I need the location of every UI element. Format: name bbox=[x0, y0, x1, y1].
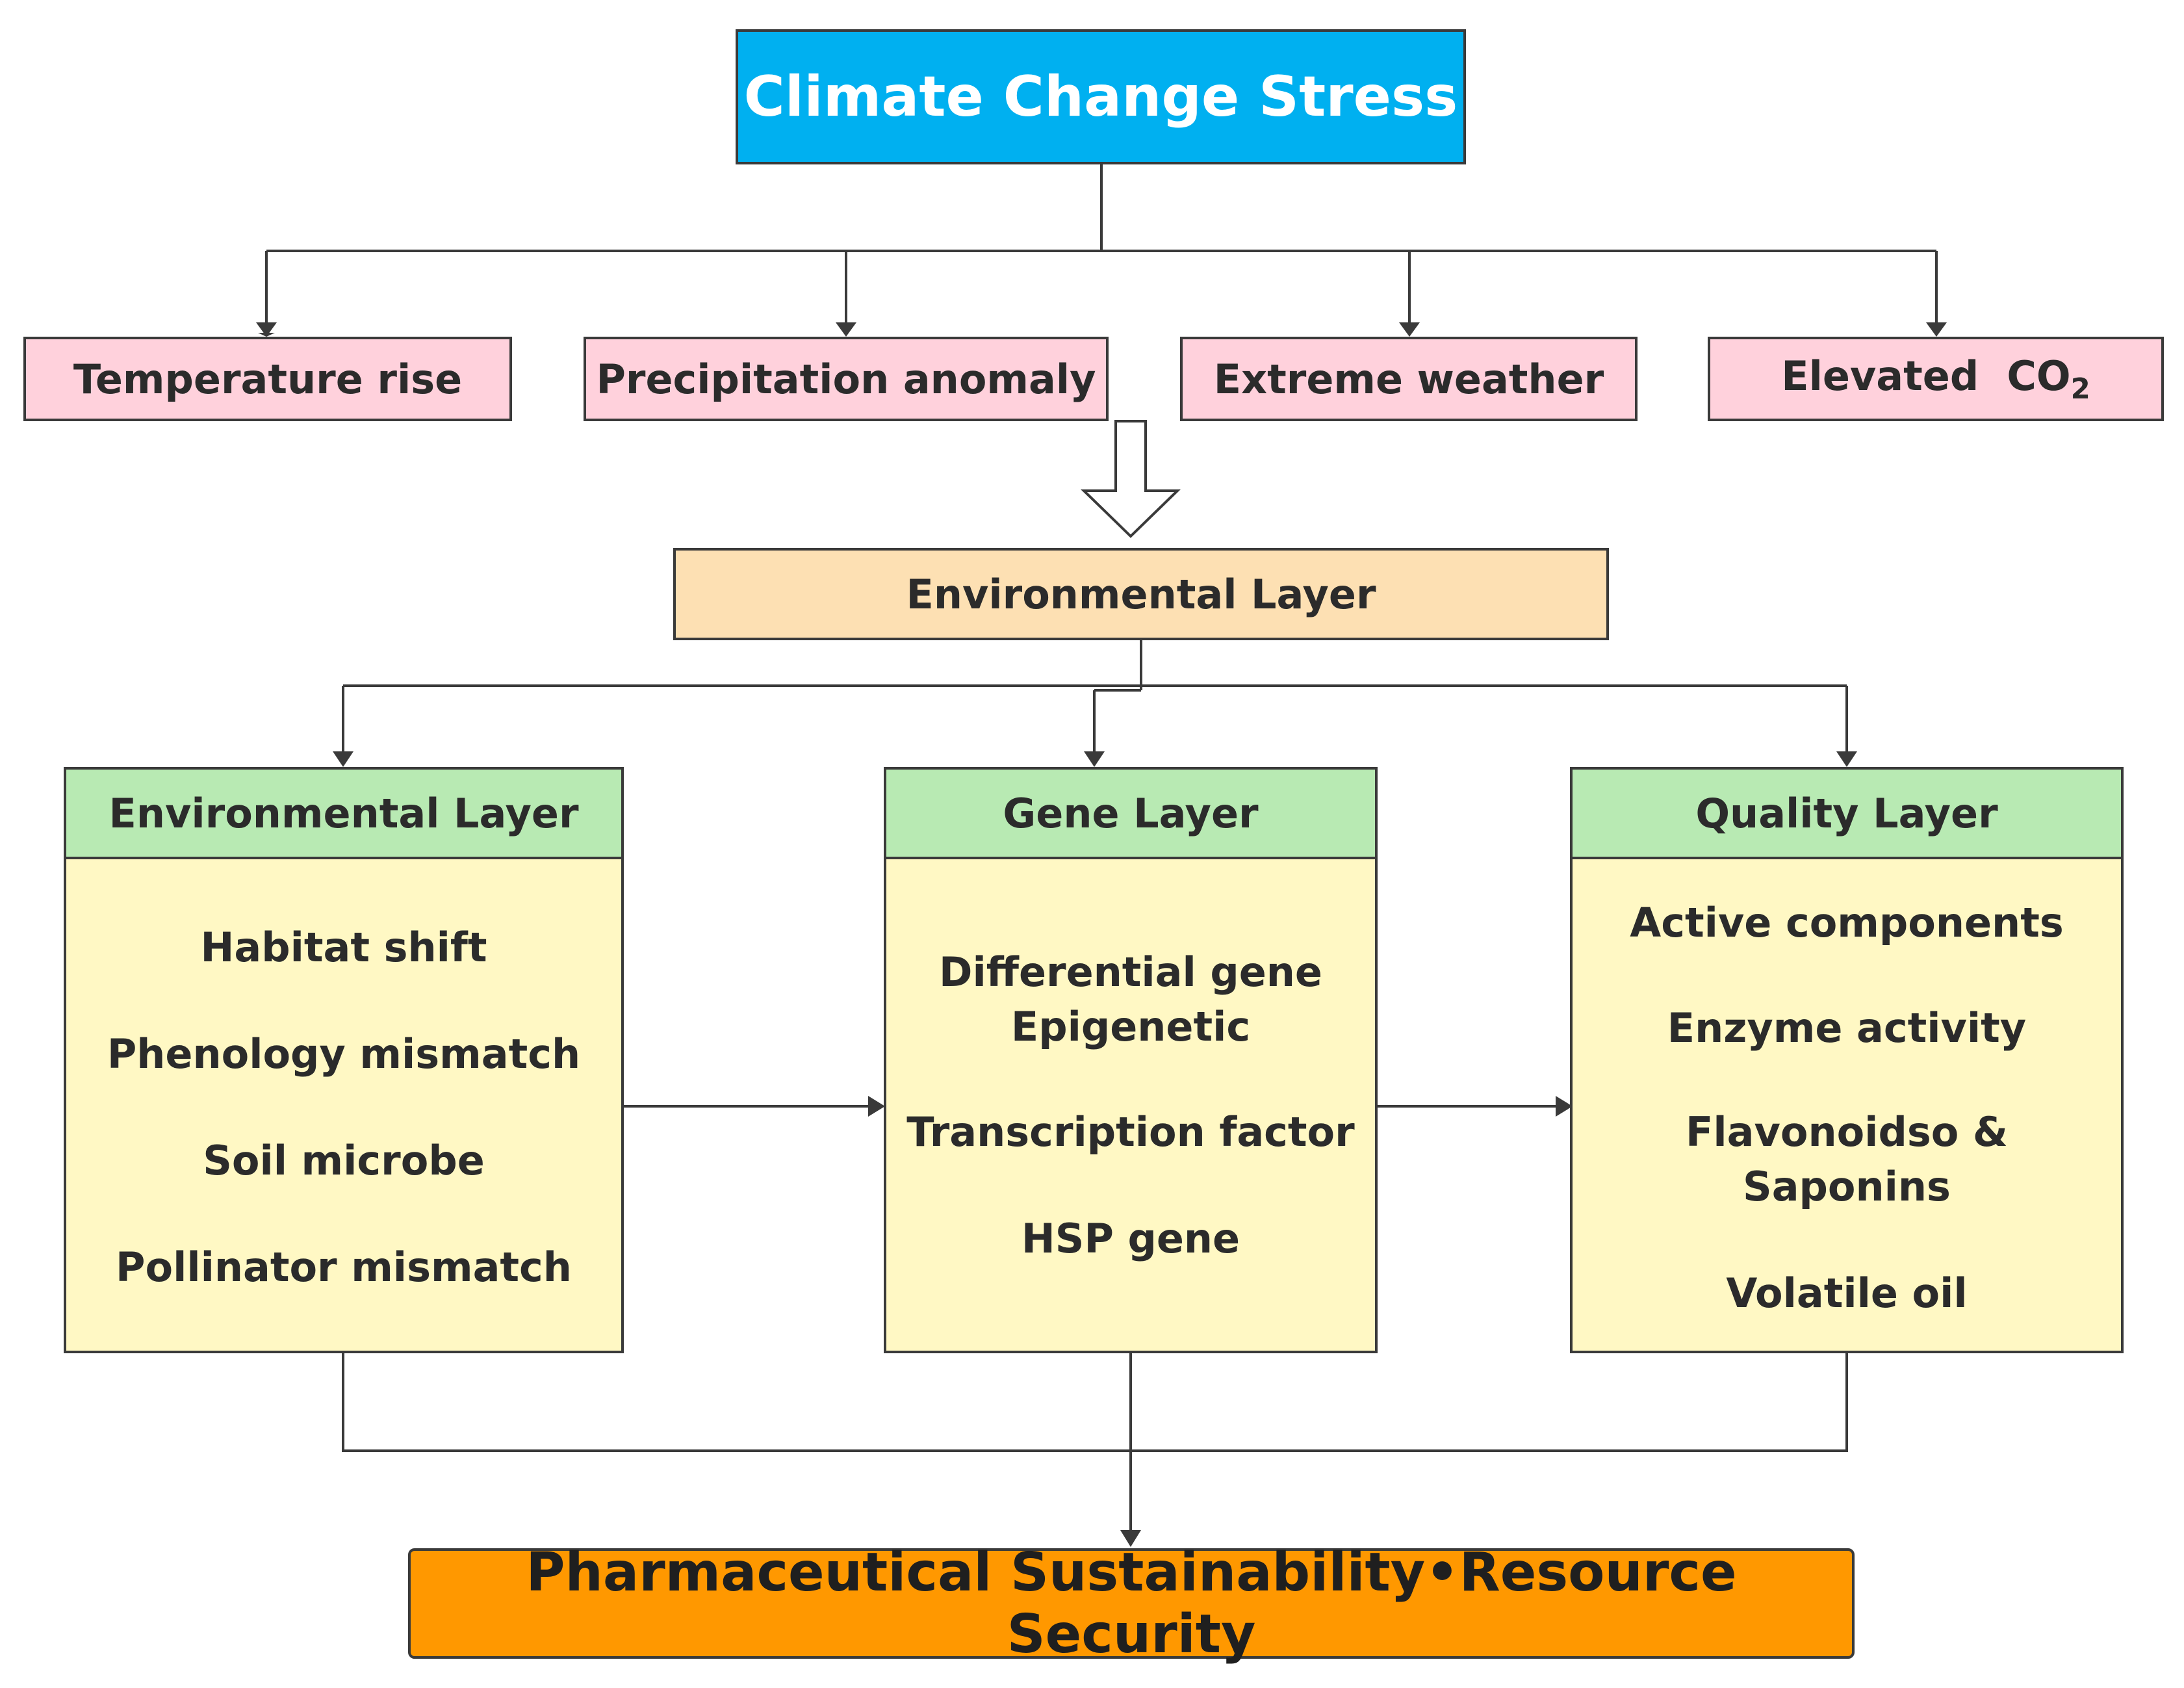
panel-title: Quality Layer bbox=[1573, 770, 2121, 859]
panel-environmental-layer: Environmental Layer Habitat shift Phenol… bbox=[64, 767, 624, 1353]
panel-item: Flavonoidso & Saponins bbox=[1686, 1108, 2008, 1210]
panel-item: Differential gene Epigenetic bbox=[939, 948, 1322, 1050]
panel-item: Phenology mismatch bbox=[107, 1030, 581, 1078]
panel-item: Pollinator mismatch bbox=[116, 1243, 572, 1291]
climate-change-stress-box: Climate Change Stress bbox=[736, 29, 1466, 164]
panel-item: HSP gene bbox=[1021, 1215, 1240, 1262]
panel-item: Habitat shift bbox=[200, 924, 487, 971]
panel-item: Transcription factor bbox=[906, 1108, 1355, 1156]
title-text: Climate Change Stress bbox=[743, 64, 1458, 129]
environmental-layer-box: Environmental Layer bbox=[673, 548, 1609, 640]
driver-extreme-weather: Extreme weather bbox=[1180, 337, 1638, 421]
co2-text: Elevated CO bbox=[1781, 352, 2071, 400]
outcome-box: Pharmaceutical Sustainability•Resource S… bbox=[408, 1542, 1855, 1665]
bottom-bus bbox=[342, 1353, 1848, 1452]
panel-item: Active components bbox=[1630, 899, 2064, 946]
environmental-layer-label: Environmental Layer bbox=[906, 570, 1376, 618]
panel-item: Soil microbe bbox=[203, 1137, 485, 1184]
panel-quality-layer: Quality Layer Active components Enzyme a… bbox=[1570, 767, 2124, 1353]
driver-label: Temperature rise bbox=[73, 355, 463, 403]
outcome-label: Pharmaceutical Sustainability•Resource S… bbox=[526, 1542, 1737, 1665]
driver-elevated-co2: Elevated CO2 bbox=[1708, 337, 2164, 421]
driver-label: Extreme weather bbox=[1213, 355, 1604, 403]
driver-temperature-rise: Temperature rise bbox=[23, 337, 512, 421]
panel-title: Gene Layer bbox=[886, 770, 1375, 859]
panel-title: Environmental Layer bbox=[66, 770, 621, 859]
co2-subscript: 2 bbox=[2070, 373, 2090, 406]
block-down-arrow bbox=[1081, 420, 1181, 538]
driver-label: Elevated CO2 bbox=[1781, 352, 2090, 406]
panel-item: Volatile oil bbox=[1726, 1269, 1968, 1317]
panel-gene-layer: Gene Layer Differential gene Epigenetic … bbox=[884, 767, 1378, 1353]
driver-label: Precipitation anomaly bbox=[596, 355, 1096, 403]
panel-item: Enzyme activity bbox=[1667, 1004, 2027, 1052]
driver-precipitation-anomaly: Precipitation anomaly bbox=[584, 337, 1109, 421]
